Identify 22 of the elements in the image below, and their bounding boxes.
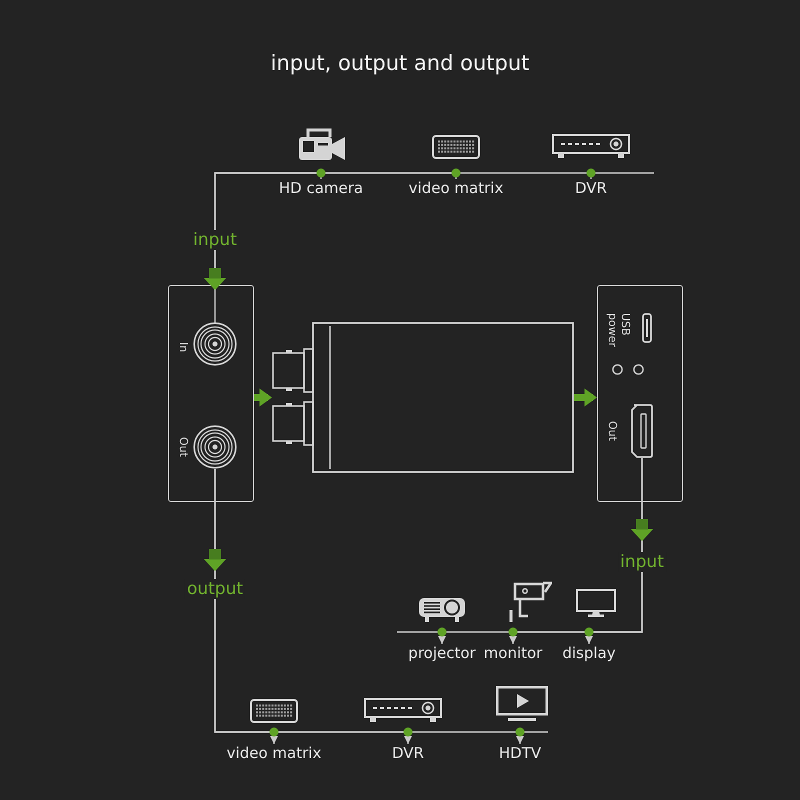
arrow <box>204 172 592 290</box>
edge-label: output <box>184 579 246 599</box>
port-label: Out <box>177 437 190 457</box>
port-label: Out <box>606 421 619 441</box>
device-label: HDTV <box>498 744 542 762</box>
arrow <box>254 388 272 407</box>
device-label: HD camera <box>278 179 364 197</box>
device-label: video matrix <box>408 179 504 197</box>
arrow <box>585 458 653 644</box>
diagram-title: input, output and output <box>270 50 530 76</box>
device-label: DVR <box>392 744 424 762</box>
device-label: monitor <box>484 644 542 662</box>
arrow <box>204 469 524 744</box>
end-panel <box>168 285 254 502</box>
device-label: display <box>562 644 616 662</box>
port-label: In <box>177 342 190 352</box>
device-label: video matrix <box>226 744 322 762</box>
port-label: USB power <box>606 313 632 349</box>
device-label: projector <box>408 644 476 662</box>
device-label: DVR <box>575 179 607 197</box>
end-panel <box>597 285 683 502</box>
arrow <box>574 388 597 407</box>
